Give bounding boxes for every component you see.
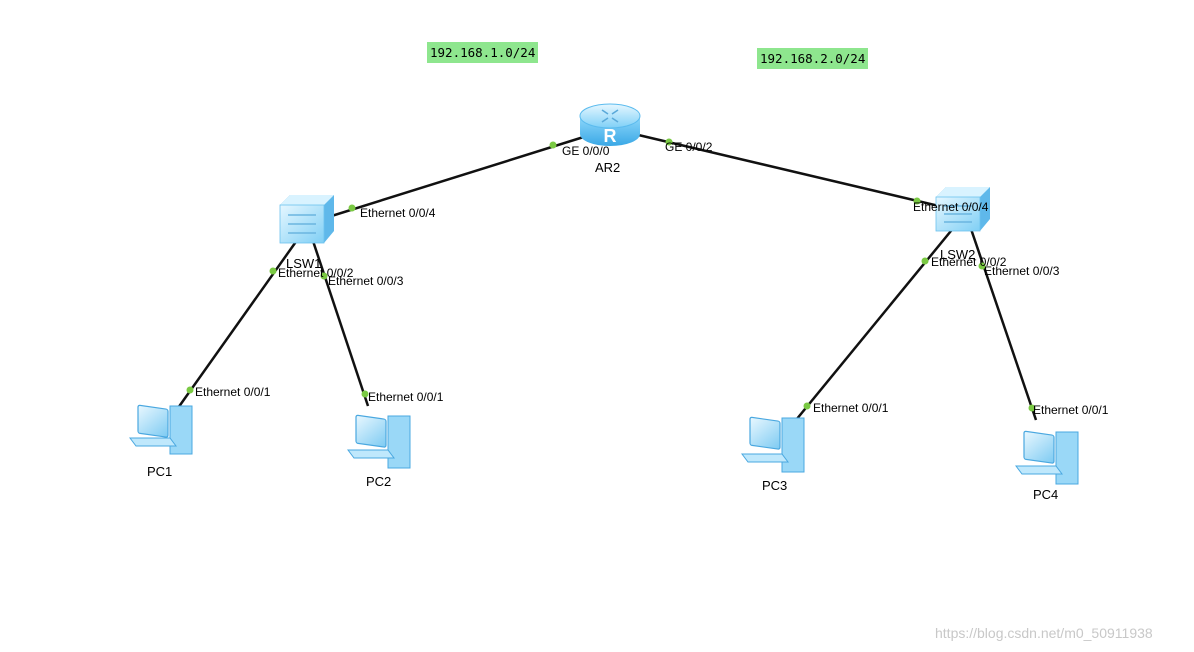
pc-icon[interactable] [1015, 430, 1079, 485]
watermark-url: https://blog.csdn.net/m0_50911938 [935, 625, 1153, 641]
device-label-lsw2: LSW2 [940, 247, 976, 262]
port-dot [320, 272, 328, 280]
port-label-lsw1-eth004: Ethernet 0/0/4 [360, 206, 436, 220]
port-dot [913, 197, 921, 205]
port-label-pc3-eth001: Ethernet 0/0/1 [813, 401, 889, 415]
device-label-pc4: PC4 [1033, 487, 1059, 502]
port-label-ar2-ge002: GE 0/0/2 [665, 140, 713, 154]
port-label-pc1-eth001: Ethernet 0/0/1 [195, 385, 271, 399]
device-label-lsw1: LSW1 [286, 256, 322, 271]
port-dots [186, 138, 1036, 412]
port-label-ar2-ge000: GE 0/0/0 [562, 144, 610, 158]
port-dot [186, 386, 194, 394]
device-label-pc1: PC1 [147, 464, 173, 479]
port-label-pc2-eth001: Ethernet 0/0/1 [368, 390, 444, 404]
port-dot [803, 402, 811, 410]
network-label-2: 192.168.2.0/24 [757, 48, 869, 69]
link-ar2-lsw1[interactable] [305, 133, 591, 226]
device-label-ar2: AR2 [595, 160, 621, 175]
port-label-lsw2-eth003: Ethernet 0/0/3 [984, 264, 1060, 278]
pc-icon[interactable] [347, 414, 411, 469]
port-dot [269, 267, 277, 275]
switch-icon[interactable] [279, 195, 334, 244]
port-dot [348, 204, 356, 212]
port-dot [1028, 404, 1036, 412]
port-dot [978, 262, 986, 270]
switch-icon[interactable] [935, 187, 990, 232]
port-label-lsw2-eth004: Ethernet 0/0/4 [913, 200, 989, 214]
device-label-pc2: PC2 [366, 474, 392, 489]
port-label-lsw1-eth003: Ethernet 0/0/3 [328, 274, 404, 288]
device-label-pc3: PC3 [762, 478, 788, 493]
network-label-1: 192.168.1.0/24 [427, 42, 539, 63]
link-lsw2-pc4[interactable] [968, 225, 1038, 421]
pc-icon[interactable] [741, 416, 805, 473]
router-icon[interactable]: R [579, 103, 641, 146]
port-dot [665, 138, 673, 146]
pc-icon[interactable] [129, 404, 193, 455]
port-label-lsw1-eth002: Ethernet 0/0/2 [278, 266, 354, 280]
port-dot [921, 257, 929, 265]
port-dot [549, 141, 557, 149]
link-lsw2-pc3[interactable] [795, 225, 956, 421]
port-dot [361, 390, 369, 398]
port-label-lsw2-eth002: Ethernet 0/0/2 [931, 255, 1007, 269]
port-label-pc4-eth001: Ethernet 0/0/1 [1033, 403, 1109, 417]
router-glyph: R [604, 126, 617, 146]
link-lsw1-pc2[interactable] [310, 237, 370, 407]
link-ar2-lsw2[interactable] [629, 131, 961, 213]
link-lsw1-pc1[interactable] [176, 235, 302, 409]
